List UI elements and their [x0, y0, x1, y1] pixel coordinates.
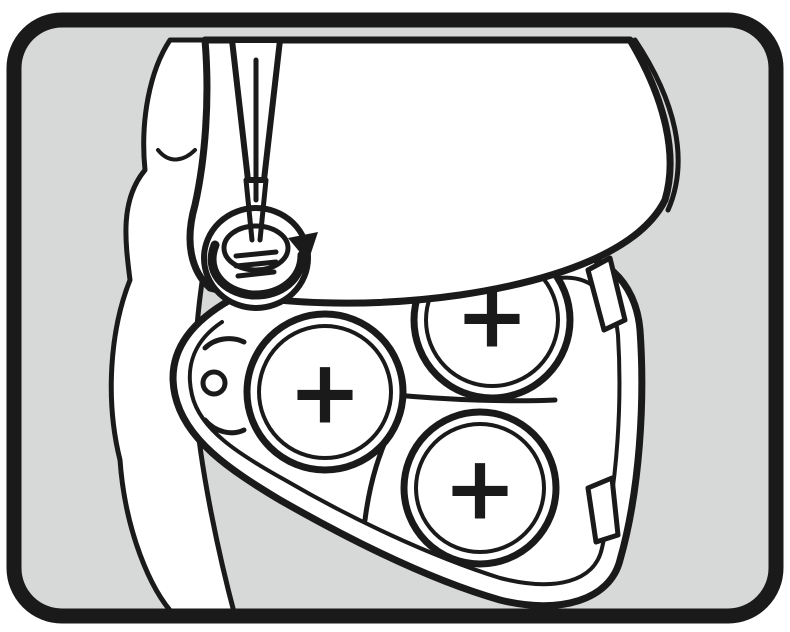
- compartment-inner-rim: [187, 275, 622, 586]
- post-arc-lower: [202, 417, 247, 436]
- post-hole: [200, 369, 228, 397]
- battery-cell: +: [243, 310, 407, 474]
- latch-tab-lower: [585, 475, 621, 545]
- screwdriver-icon: [229, 37, 283, 243]
- battery-plus-mark: +: [288, 341, 362, 444]
- cover-edge: [632, 37, 681, 213]
- post-arc-upper: [202, 336, 247, 351]
- screw-icon: [201, 205, 311, 311]
- frame-border: [6, 12, 784, 624]
- rotation-arrow-icon: [207, 232, 318, 300]
- latch-tab-upper: [585, 255, 628, 333]
- battery-plus-mark: +: [443, 437, 517, 540]
- finger-crease: [156, 148, 197, 162]
- battery-cell: +: [400, 408, 560, 568]
